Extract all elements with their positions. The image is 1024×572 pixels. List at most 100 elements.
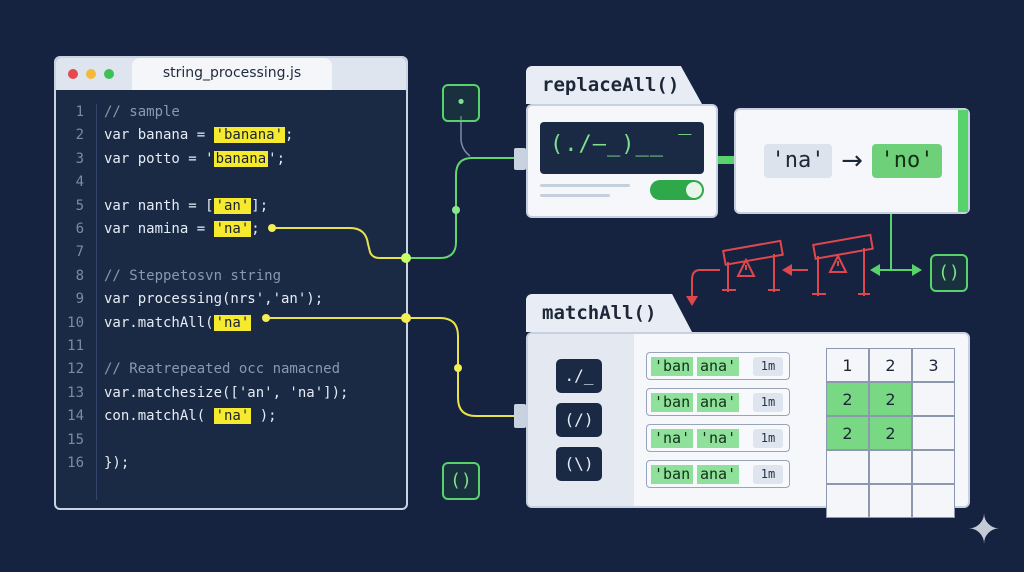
regex-node[interactable]: ./_ [556, 359, 602, 393]
file-tab-label: string_processing.js [162, 65, 302, 81]
highlighted-string: banana [213, 150, 269, 167]
match-count-badge: 1m [753, 357, 783, 376]
replaceall-title: replaceAll() [542, 74, 680, 96]
line-number: 6 [75, 221, 84, 237]
placeholder-line [540, 194, 610, 197]
line-number: 11 [67, 338, 84, 354]
code-comment: // Reatrepeated occ namacned [104, 361, 341, 378]
code-text: var potto = 'banana'; [104, 148, 285, 171]
maximize-window-dot[interactable] [104, 69, 114, 79]
dot-icon[interactable]: • [442, 84, 480, 122]
grid-cell [826, 484, 869, 518]
result-accent-bar [958, 110, 968, 212]
code-text: con.matchAl( 'na' ); [104, 405, 277, 428]
line-number: 14 [67, 408, 84, 425]
grid-cell [912, 450, 955, 484]
line-number: 8 [75, 267, 84, 284]
code-token: var potto = ' [104, 150, 214, 167]
code-line[interactable]: 1// sample [56, 101, 406, 124]
grid-cell [826, 450, 869, 484]
match-row[interactable]: 'ban ana' 1m [646, 352, 790, 380]
code-line[interactable]: 14 con.matchAl( 'na' ); [56, 405, 406, 428]
code-text: // sample [104, 101, 180, 124]
line-number: 10 [67, 314, 84, 331]
replace-preview-screen: (./—_)__ ‾ [540, 122, 704, 174]
code-line[interactable]: 12 // Reatrepeated occ namacned [56, 358, 406, 381]
code-line[interactable]: 3 var potto = 'banana'; [56, 148, 406, 171]
grid-header-cell: 2 [869, 348, 912, 382]
match-segment: 'ban [651, 465, 694, 484]
code-token: ); [251, 408, 277, 425]
replacement-token: 'no' [872, 144, 942, 178]
wire-node [452, 206, 460, 214]
placeholder-line [540, 184, 630, 187]
code-token: var.matchAll( [104, 314, 214, 331]
replace-toggle[interactable] [650, 180, 704, 200]
code-token: ]; [251, 197, 269, 214]
match-row[interactable]: 'ban ana' 1m [646, 388, 790, 416]
line-number: 5 [75, 197, 84, 214]
grid-cell: 2 [826, 416, 869, 450]
code-comment: // Steppetosvn string [104, 267, 282, 284]
match-segment: 'na' [651, 429, 694, 448]
highlighted-string: 'an' [213, 197, 252, 214]
line-number: 9 [75, 291, 84, 308]
grid-header-cell: 1 [826, 348, 869, 382]
replaceall-title-tab[interactable]: replaceAll() [526, 66, 702, 104]
match-count-badge: 1m [753, 465, 783, 484]
code-token: ; [251, 221, 260, 237]
barrier-icon-right [812, 233, 874, 296]
code-token: var namina = [104, 221, 214, 237]
close-window-dot[interactable] [68, 69, 78, 79]
match-row[interactable]: 'ban ana' 1m [646, 460, 790, 488]
grid-cell: 2 [869, 416, 912, 450]
file-tab[interactable]: string_processing.js [132, 58, 332, 90]
grid-cell [869, 484, 912, 518]
code-token: var.matchesize(['an', 'na']); [104, 384, 349, 401]
code-line[interactable]: 4 [56, 171, 406, 194]
line-number: 16 [67, 455, 84, 471]
line-number: 13 [67, 384, 84, 401]
line-number: 7 [75, 244, 84, 261]
wire-node [454, 364, 462, 372]
grid-cell [912, 416, 955, 450]
code-line[interactable]: 16}); [56, 452, 406, 475]
replace-arrow: → [841, 146, 863, 176]
matchall-title-tab[interactable]: matchAll() [526, 294, 692, 332]
code-line[interactable]: 15 [56, 429, 406, 452]
grid-cell [912, 382, 955, 416]
parentheses-icon[interactable]: () [930, 254, 968, 292]
code-text: }); [104, 452, 129, 475]
gutter-divider [96, 104, 97, 500]
code-line[interactable]: 11 [56, 335, 406, 358]
match-segment: 'na' [697, 429, 740, 448]
regex-node[interactable]: (/) [556, 403, 602, 437]
code-text: // Reatrepeated occ namacned [104, 358, 340, 381]
match-segment: ana' [697, 465, 740, 484]
match-segment: ana' [697, 393, 740, 412]
highlighted-string: 'banana' [213, 127, 286, 144]
line-number: 3 [75, 150, 84, 167]
match-segment: 'ban [651, 393, 694, 412]
line-number: 12 [67, 361, 84, 378]
minimize-window-dot[interactable] [86, 69, 96, 79]
match-row[interactable]: 'na' 'na' 1m [646, 424, 790, 452]
barrier-icon-left [722, 239, 784, 292]
code-line[interactable]: 8 // Steppetosvn string [56, 265, 406, 288]
line-number: 4 [75, 174, 84, 191]
code-line[interactable]: 13 var.matchesize(['an', 'na']); [56, 382, 406, 405]
regex-node[interactable]: (\) [556, 447, 602, 481]
grid-header-cell: 3 [912, 348, 955, 382]
parentheses-icon[interactable]: () [442, 462, 480, 500]
code-text: // Steppetosvn string [104, 265, 281, 288]
code-line[interactable]: 7 [56, 241, 406, 264]
replace-preview-text: (./—_)__ ‾ [550, 132, 693, 157]
code-token: con.matchAl( [104, 408, 214, 425]
